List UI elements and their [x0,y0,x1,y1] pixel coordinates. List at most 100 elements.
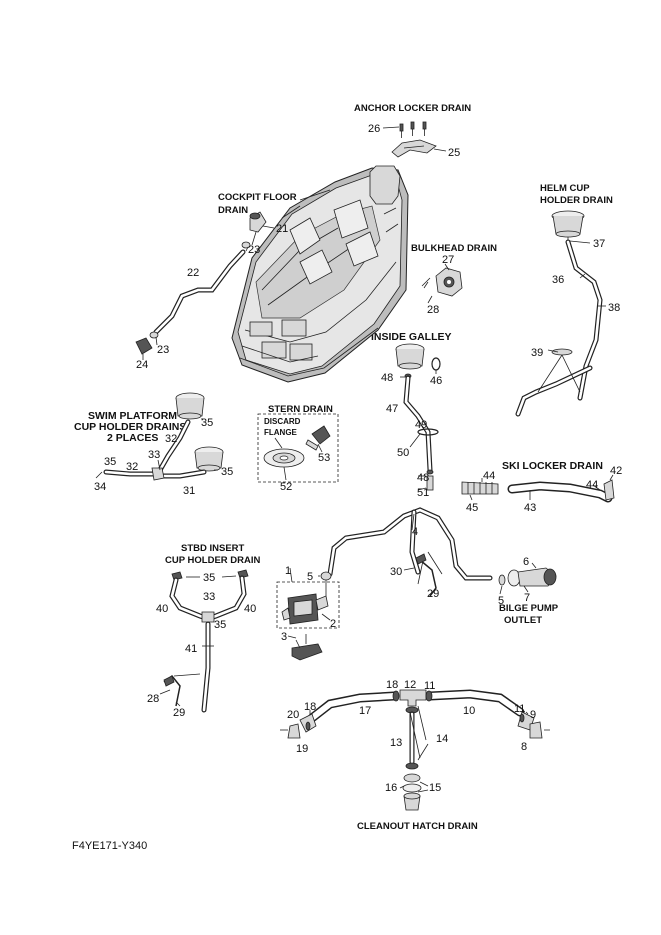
stbd-insert-title-1: STBD INSERT [181,543,245,554]
callout-34: 34 [94,481,106,493]
anchor-locker-drain-title: ANCHOR LOCKER DRAIN [354,103,471,114]
discard-flange-label-1: DISCARD [264,417,301,426]
callout-29-stbd: 29 [173,707,185,719]
callout-44-right: 44 [586,479,598,491]
stern-drain-title: STERN DRAIN [268,404,333,415]
callout-2: 2 [330,618,336,630]
swim-platform-title-2: CUP HOLDER DRAINS [74,421,186,433]
callout-14: 14 [436,733,448,745]
callout-13: 13 [390,737,402,749]
callout-4: 4 [412,526,418,538]
cleanout-hatch-drain-parts [280,689,550,811]
callout-49: 49 [415,419,427,431]
helm-cup-holder-parts [515,210,606,417]
callout-38: 38 [608,302,620,314]
callout-35-lower: 35 [221,466,233,478]
bulkhead-drain-parts [421,263,463,304]
callout-17: 17 [359,705,371,717]
inside-galley-parts [395,343,441,491]
callout-29-bilge: 29 [427,588,439,600]
inside-galley-title: INSIDE GALLEY [371,331,452,343]
callout-21: 21 [276,223,288,235]
callout-9: 9 [530,709,536,721]
callout-41: 41 [185,643,197,655]
swim-platform-cup-holder-parts [95,392,224,481]
callout-42: 42 [610,465,622,477]
callout-20: 20 [287,709,299,721]
ski-locker-drain-parts [461,474,615,503]
callout-15: 15 [429,782,441,794]
callout-26: 26 [368,123,380,135]
callout-46: 46 [430,375,442,387]
callout-30: 30 [390,566,402,578]
callout-6: 6 [523,556,529,568]
stbd-insert-title-2: CUP HOLDER DRAIN [165,555,260,566]
callout-22: 22 [187,267,199,279]
callout-31: 31 [183,485,195,497]
bilge-pump-hose-parts [327,507,557,597]
callout-37: 37 [593,238,605,250]
callout-25: 25 [448,147,460,159]
bilge-pump-parts [276,567,340,661]
callout-43: 43 [524,502,536,514]
stern-drain-parts [257,413,339,483]
callout-18-center: 18 [386,679,398,691]
callout-11-center: 11 [424,680,435,692]
callout-36: 36 [552,274,564,286]
callout-23-lower: 23 [157,344,169,356]
callout-10: 10 [463,705,475,717]
callout-3: 3 [281,631,287,643]
callout-1: 1 [285,565,291,577]
callout-8: 8 [521,741,527,753]
cockpit-floor-drain-title-1: COCKPIT FLOOR [218,192,297,203]
callout-52: 52 [280,481,292,493]
cockpit-floor-drain-parts [135,211,275,360]
callout-11-right: 11 [514,703,525,715]
callout-12: 12 [404,679,416,691]
callout-32-left: 32 [126,461,138,473]
callout-23-upper: 23 [248,244,260,256]
callout-27: 27 [442,254,454,266]
screw-icon [399,121,427,138]
callout-50: 50 [397,447,409,459]
callout-40-right: 40 [244,603,256,615]
cleanout-hatch-drain-title: CLEANOUT HATCH DRAIN [357,821,478,832]
diagram-code: F4YE171-Y340 [72,840,147,852]
callout-5-pump: 5 [307,571,313,583]
discard-flange-label-2: FLANGE [264,428,298,437]
boat-hull-illustration [231,165,409,383]
cockpit-floor-drain-title-2: DRAIN [218,205,248,216]
bulkhead-drain-title: BULKHEAD DRAIN [411,243,497,254]
callout-32-right: 32 [165,433,177,445]
bilge-pump-outlet-label-1: BILGE PUMP [499,603,559,614]
callout-19: 19 [296,743,308,755]
callout-5-outlet: 5 [498,595,504,607]
ski-locker-drain-title: SKI LOCKER DRAIN [502,460,603,472]
swim-platform-title-3: 2 PLACES [107,432,158,444]
callout-51: 51 [417,487,429,499]
stbd-insert-cup-holder-parts [159,569,249,713]
callout-33: 33 [148,449,160,461]
callout-40-left: 40 [156,603,168,615]
callout-48-upper: 48 [381,372,393,384]
callout-24: 24 [136,359,148,371]
callout-28-bulkhead: 28 [427,304,439,316]
callout-18-left: 18 [304,701,316,713]
callout-33-stbd: 33 [203,591,215,603]
callout-35-stbd-upper: 35 [203,572,215,584]
callout-35-stbd-lower: 35 [214,619,226,631]
callout-7: 7 [524,592,530,604]
callout-45: 45 [466,502,478,514]
bilge-pump-outlet-label-2: OUTLET [504,615,542,626]
callout-48-lower: 48 [417,472,429,484]
anchor-locker-drain-parts [382,121,447,158]
callout-39: 39 [531,347,543,359]
callout-44-left: 44 [483,470,495,482]
callout-35-upper: 35 [201,417,213,429]
callout-28-stbd: 28 [147,693,159,705]
helm-cup-holder-drain-title-2: HOLDER DRAIN [540,195,613,206]
swim-platform-title-1: SWIM PLATFORM [88,410,177,422]
callout-53: 53 [318,452,330,464]
callout-35-left: 35 [104,456,116,468]
callout-47: 47 [386,403,398,415]
